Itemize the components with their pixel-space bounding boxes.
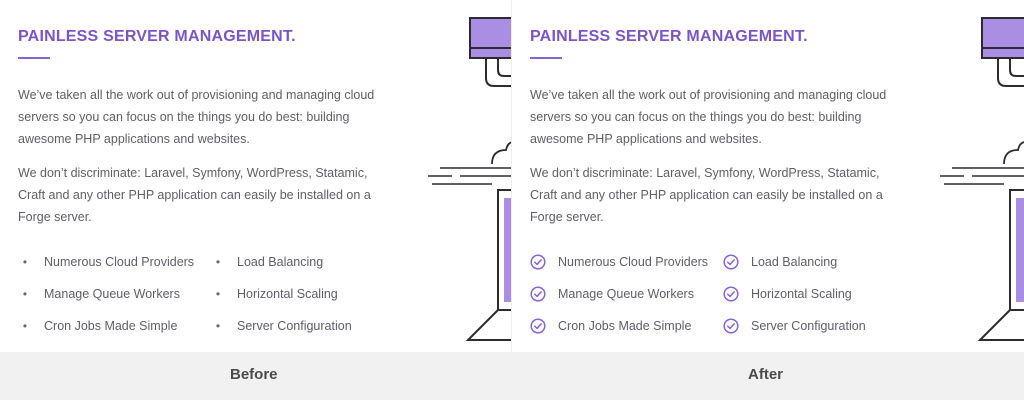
compatibility-paragraph: We don’t discriminate: Laravel, Symfony,… [530,166,883,224]
check-circle-icon [530,254,546,270]
check-circle-icon [723,318,739,334]
feature-label: Horizontal Scaling [237,287,338,301]
feature-item: Load Balancing [723,252,837,272]
feature-label: Load Balancing [751,255,838,269]
feature-label: Manage Queue Workers [558,287,694,301]
bullet-dot: • [215,319,221,333]
section-title: PAINLESS SERVER MANAGEMENT. [18,28,296,45]
bullet-dot: • [22,255,28,269]
feature-item: Server Configuration [723,316,866,336]
server-illustration [428,17,512,341]
bullet-dot: • [22,319,28,333]
before-panel: PAINLESS SERVER MANAGEMENT. We’ve taken … [0,0,512,352]
feature-item: • Horizontal Scaling [211,284,338,304]
after-panel: PAINLESS SERVER MANAGEMENT. We’ve taken … [512,0,1024,352]
feature-item: Manage Queue Workers [530,284,694,304]
feature-item: • Cron Jobs Made Simple [18,316,178,336]
feature-label: Server Configuration [751,319,866,333]
section-title: PAINLESS SERVER MANAGEMENT. [530,28,808,45]
intro-paragraph: We’ve taken all the work out of provisio… [530,88,887,146]
compatibility-paragraph: We don’t discriminate: Laravel, Symfony,… [18,166,371,224]
feature-label: Numerous Cloud Providers [558,255,709,269]
title-underline [530,57,562,59]
caption-bar: Before After [0,352,1024,400]
feature-label: Horizontal Scaling [751,287,852,301]
feature-label: Server Configuration [237,319,352,333]
bullet-dot: • [215,287,221,301]
feature-item: Numerous Cloud Providers [530,252,708,272]
server-illustration [940,17,1024,341]
feature-item: Horizontal Scaling [723,284,852,304]
feature-item: Cron Jobs Made Simple [530,316,691,336]
feature-label: Cron Jobs Made Simple [558,319,692,333]
check-circle-icon [723,254,739,270]
feature-label: Numerous Cloud Providers [44,255,195,269]
feature-item: • Server Configuration [211,316,352,336]
check-circle-icon [723,286,739,302]
caption-after: After [748,366,784,383]
feature-item: • Manage Queue Workers [18,284,180,304]
feature-item: • Load Balancing [211,252,323,272]
intro-paragraph: We’ve taken all the work out of provisio… [18,88,375,146]
caption-before: Before [230,366,278,383]
feature-item: • Numerous Cloud Providers [18,252,194,272]
title-underline [18,57,50,59]
bullet-dot: • [22,287,28,301]
feature-label: Manage Queue Workers [44,287,180,301]
feature-label: Cron Jobs Made Simple [44,319,178,333]
check-circle-icon [530,286,546,302]
bullet-dot: • [215,255,221,269]
check-circle-icon [530,318,546,334]
feature-label: Load Balancing [237,255,324,269]
